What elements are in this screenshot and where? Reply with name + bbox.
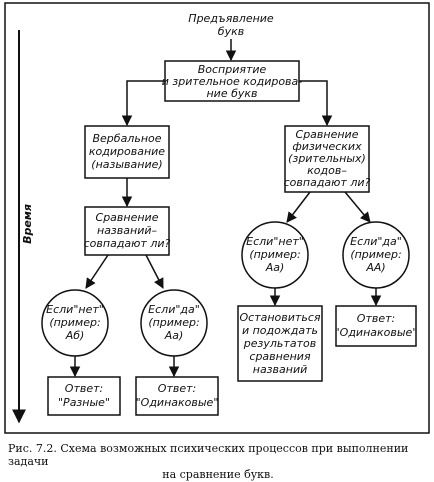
svg-text:Ответ:: Ответ: xyxy=(158,382,196,395)
name-comparison-box xyxy=(84,206,170,256)
svg-text:(пример:: (пример: xyxy=(148,316,199,329)
svg-text:(пример:: (пример: xyxy=(350,248,401,261)
svg-text:названий–: названий– xyxy=(97,224,157,237)
svg-text:Аб): Аб) xyxy=(65,329,85,342)
answer-same-left-box xyxy=(135,376,219,416)
svg-text:кодов–: кодов– xyxy=(307,164,347,177)
svg-text:(называние): (называние) xyxy=(91,158,162,171)
start-label-line2: букв xyxy=(218,25,244,38)
svg-text:и подождать: и подождать xyxy=(242,324,318,337)
diagram-frame xyxy=(4,2,430,434)
svg-text:Аа): Аа) xyxy=(265,261,285,274)
svg-text:Ответ:: Ответ: xyxy=(357,312,395,325)
svg-text:Если"нет": Если"нет" xyxy=(246,235,304,248)
svg-text:"Одинаковые": "Одинаковые" xyxy=(136,396,219,409)
svg-text:и зрительное кодирова-: и зрительное кодирова- xyxy=(162,75,303,88)
svg-text:ние букв: ние букв xyxy=(206,87,257,100)
wait-box xyxy=(237,305,323,382)
svg-text:Если"нет": Если"нет" xyxy=(46,303,104,316)
answer-same-right-box xyxy=(335,305,417,347)
time-label: Время xyxy=(21,204,34,244)
svg-text:совпадают ли?: совпадают ли? xyxy=(84,237,171,250)
figure-caption: Рис. 7.2. Схема возможных психических пр… xyxy=(8,442,428,481)
svg-text:результатов: результатов xyxy=(243,337,316,350)
svg-text:Остановиться: Остановиться xyxy=(240,311,321,324)
svg-text:АА): АА) xyxy=(365,261,385,274)
perception-box xyxy=(164,60,300,102)
svg-text:(пример:: (пример: xyxy=(49,316,100,329)
answer-different-box xyxy=(47,376,121,416)
svg-text:сравнения: сравнения xyxy=(249,350,311,363)
svg-text:Аа): Аа) xyxy=(164,329,184,342)
svg-text:физических: физических xyxy=(292,140,362,153)
svg-text:Сравнение: Сравнение xyxy=(296,128,359,141)
svg-text:Ответ:: Ответ: xyxy=(65,382,103,395)
caption-line2: на сравнение букв. xyxy=(162,468,274,481)
svg-text:кодирование: кодирование xyxy=(89,145,165,158)
caption-line1: Рис. 7.2. Схема возможных психических пр… xyxy=(8,442,409,468)
svg-text:названий: названий xyxy=(253,363,308,376)
svg-text:Вербальное: Вербальное xyxy=(92,132,161,145)
svg-text:совпадают ли?: совпадают ли? xyxy=(284,176,371,189)
physical-comparison-box xyxy=(284,125,370,193)
svg-text:Если"да": Если"да" xyxy=(350,235,402,248)
start-label-line1: Предъявление xyxy=(188,12,274,25)
svg-text:Сравнение: Сравнение xyxy=(96,211,159,224)
svg-text:"Одинаковые": "Одинаковые" xyxy=(335,326,418,339)
svg-text:(пример:: (пример: xyxy=(249,248,300,261)
svg-text:Если"да": Если"да" xyxy=(148,303,200,316)
verbal-coding-box xyxy=(84,125,170,179)
svg-text:"Разные": "Разные" xyxy=(58,396,110,409)
svg-text:Восприятие: Восприятие xyxy=(198,63,267,76)
svg-text:(зрительных): (зрительных) xyxy=(288,152,366,165)
